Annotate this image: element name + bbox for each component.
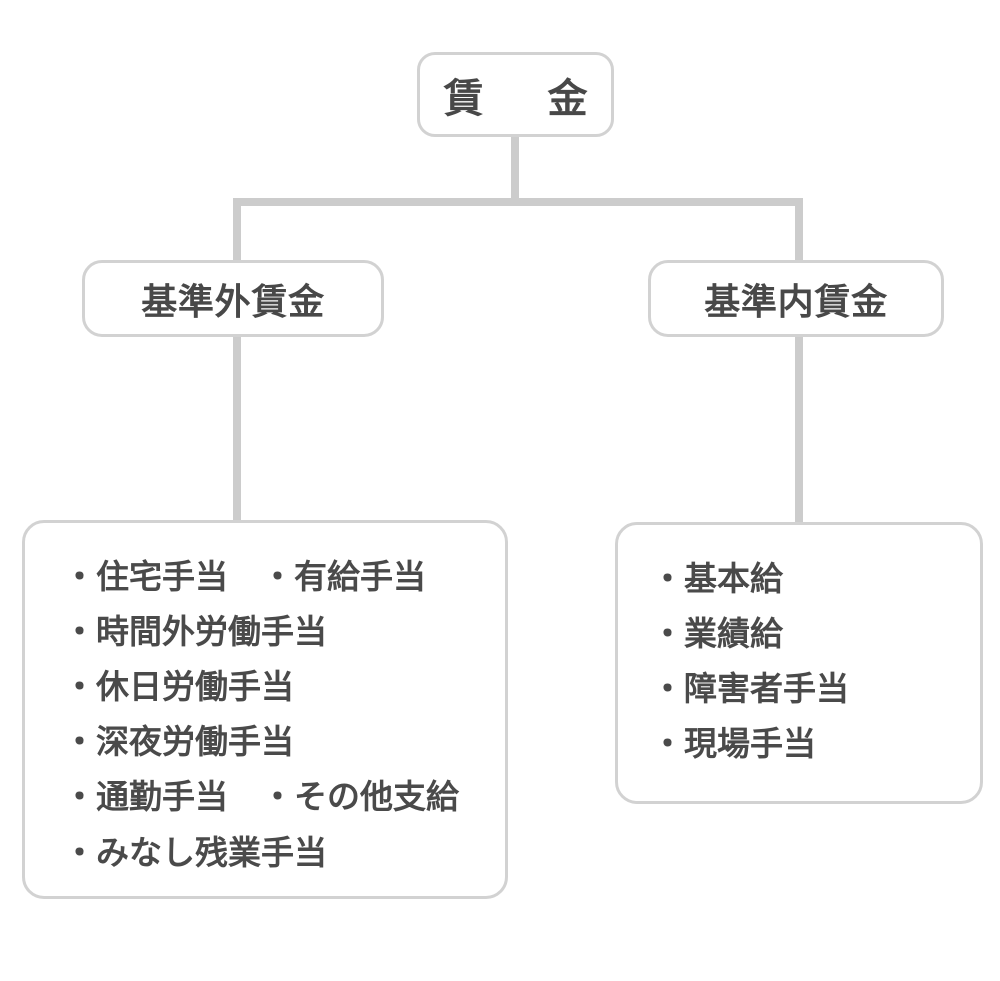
- kijungai-item-list: ・住宅手当 ・有給手当 ・時間外労働手当 ・休日労働手当 ・深夜労働手当 ・通勤…: [25, 549, 505, 880]
- node-list-kijunnai-items[interactable]: ・基本給 ・業績給 ・障害者手当 ・現場手当: [615, 522, 983, 804]
- list-item: ・業績給: [651, 614, 783, 654]
- node-list-kijungai-items[interactable]: ・住宅手当 ・有給手当 ・時間外労働手当 ・休日労働手当 ・深夜労働手当 ・通勤…: [22, 520, 508, 899]
- connector-right-branch-drop: [795, 198, 803, 262]
- list-item: ・基本給: [651, 559, 783, 598]
- connector-left-branch-to-list: [233, 334, 241, 522]
- connector-right-branch-to-list: [795, 334, 803, 524]
- connector-left-branch-drop: [233, 198, 241, 262]
- node-root-label: 賃 金: [443, 75, 600, 122]
- node-root-wage[interactable]: 賃 金: [417, 52, 614, 137]
- node-branch-kijungai-label: 基準外賃金: [141, 281, 325, 323]
- list-item: ・通勤手当 ・その他支給: [63, 777, 459, 817]
- list-item: ・休日労働手当: [63, 667, 294, 707]
- list-item: ・現場手当: [651, 724, 816, 764]
- list-item: ・住宅手当 ・有給手当: [63, 557, 426, 596]
- connector-horizontal-bar: [233, 198, 803, 206]
- node-branch-kijunnai-label: 基準内賃金: [704, 281, 888, 323]
- connector-root-stem: [511, 136, 519, 202]
- list-item: ・深夜労働手当: [63, 722, 294, 762]
- kijunnai-item-list: ・基本給 ・業績給 ・障害者手当 ・現場手当: [618, 551, 980, 771]
- node-branch-kijunnai[interactable]: 基準内賃金: [648, 260, 944, 337]
- node-branch-kijungai[interactable]: 基準外賃金: [82, 260, 384, 337]
- list-item: ・みなし残業手当: [63, 832, 327, 872]
- list-item: ・障害者手当: [651, 669, 849, 709]
- list-item: ・時間外労働手当: [63, 612, 327, 652]
